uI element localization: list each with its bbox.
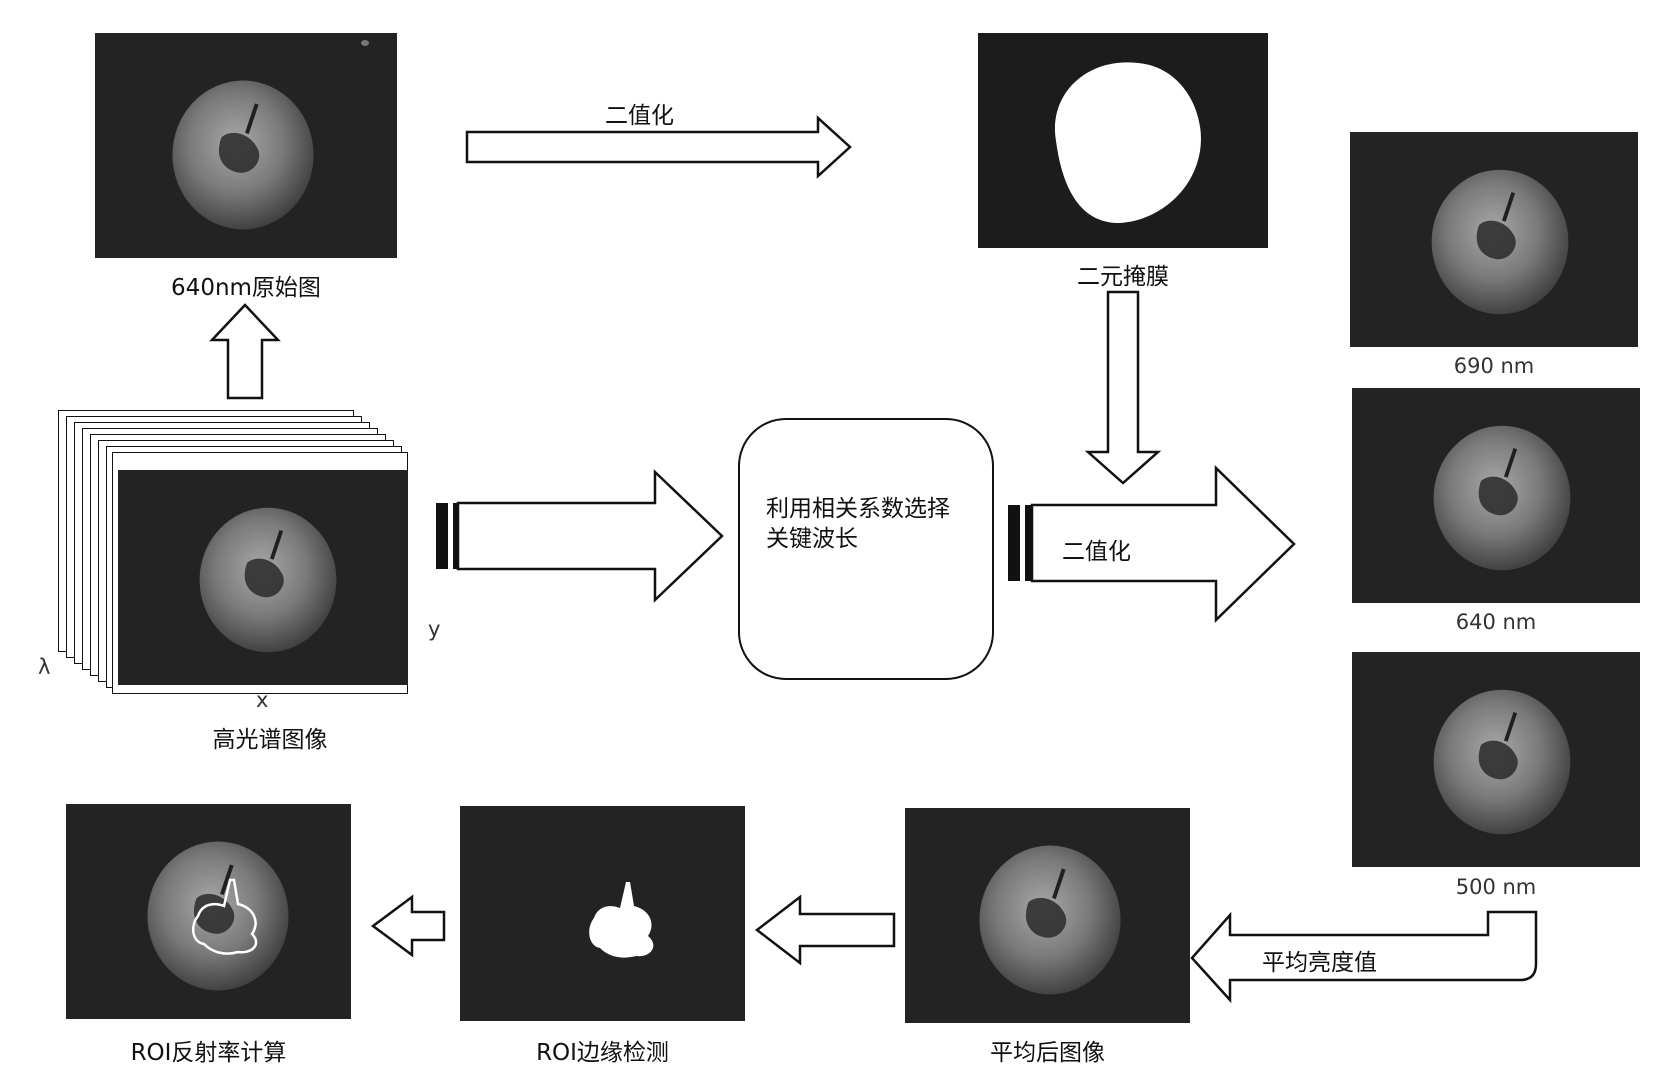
band-640nm-caption: 640 nm [1455,610,1537,634]
roi-reflectance-image [66,804,351,1019]
binary-mask-caption: 二元掩膜 [1077,264,1169,290]
original-640nm-image [95,33,397,258]
arrow-binarize-middle [1008,465,1296,623]
wavelength-selection-text: 利用相关系数选择关键波长 [766,496,950,552]
axis-x-label: x [256,688,269,712]
binarize-middle-label: 二值化 [1062,539,1131,565]
axis-lambda-label: λ [38,655,51,679]
band-690nm-image [1350,132,1638,347]
hyperspectral-front-image [118,470,408,685]
wavelength-selection-box [738,418,994,680]
band-500nm-caption: 500 nm [1455,875,1537,899]
binary-mask-image [978,33,1268,248]
averaged-image [905,808,1190,1023]
hyperspectral-caption: 高光谱图像 [212,727,328,753]
original-640nm-caption: 640nm原始图 [171,275,321,301]
band-640nm-image [1352,388,1640,603]
averaged-caption: 平均后图像 [990,1040,1105,1066]
band-690nm-caption: 690 nm [1453,354,1535,378]
arrow-to-selection [436,469,724,603]
arrow-to-roi-reflectance [370,894,446,958]
roi-edge-image [460,806,745,1021]
roi-reflectance-caption: ROI反射率计算 [130,1040,287,1066]
binarize-top-label: 二值化 [605,103,674,129]
average-brightness-label: 平均亮度值 [1262,950,1377,976]
axis-y-label: y [428,617,441,641]
roi-edge-caption: ROI边缘检测 [536,1040,669,1066]
arrow-up-to-original [209,303,281,400]
arrow-to-roi-edge [754,894,896,966]
arrow-down-from-mask [1084,290,1162,485]
band-500nm-image [1352,652,1640,867]
